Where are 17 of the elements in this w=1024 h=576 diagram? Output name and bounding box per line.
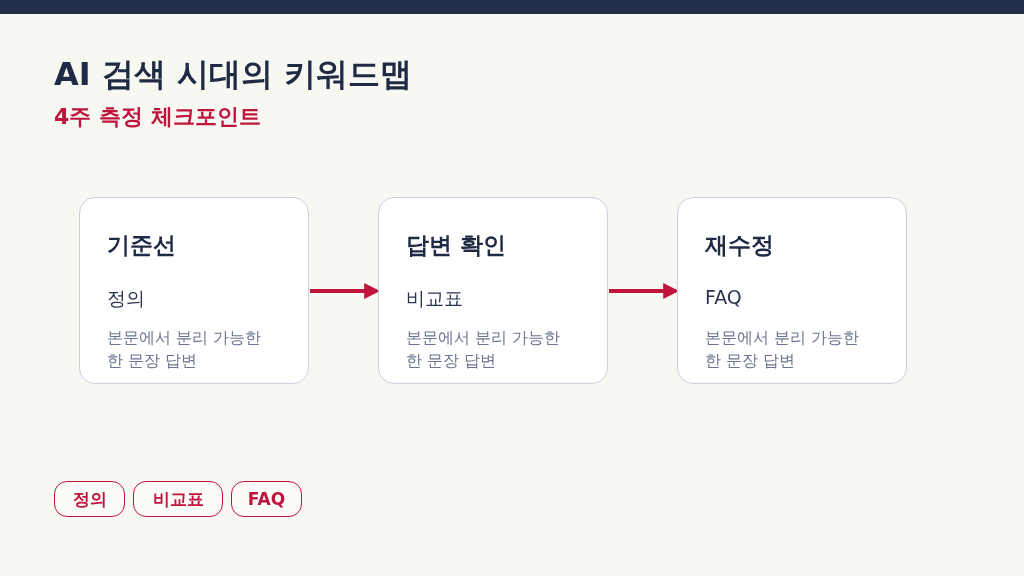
step-description: 본문에서 분리 가능한 한 문장 답변 [705,327,861,372]
step-item: 정의 [107,286,145,311]
step-description: 본문에서 분리 가능한 한 문장 답변 [406,327,562,372]
step-description: 본문에서 분리 가능한 한 문장 답변 [107,327,263,372]
step-heading: 답변 확인 [406,231,506,260]
subtitle: 4주 측정 체크포인트 [54,103,261,131]
keyword-tag: 정의 [54,481,125,517]
step-item: FAQ [705,286,742,308]
step-card [378,197,608,384]
step-heading: 기준선 [107,231,176,260]
keyword-tag: 비교표 [133,481,223,517]
step-card [677,197,907,384]
step-item: 비교표 [406,286,463,311]
keyword-tag: FAQ [231,481,302,517]
title: AI 검색 시대의 키워드맵 [54,54,413,95]
step-heading: 재수정 [705,231,774,260]
step-card [79,197,309,384]
